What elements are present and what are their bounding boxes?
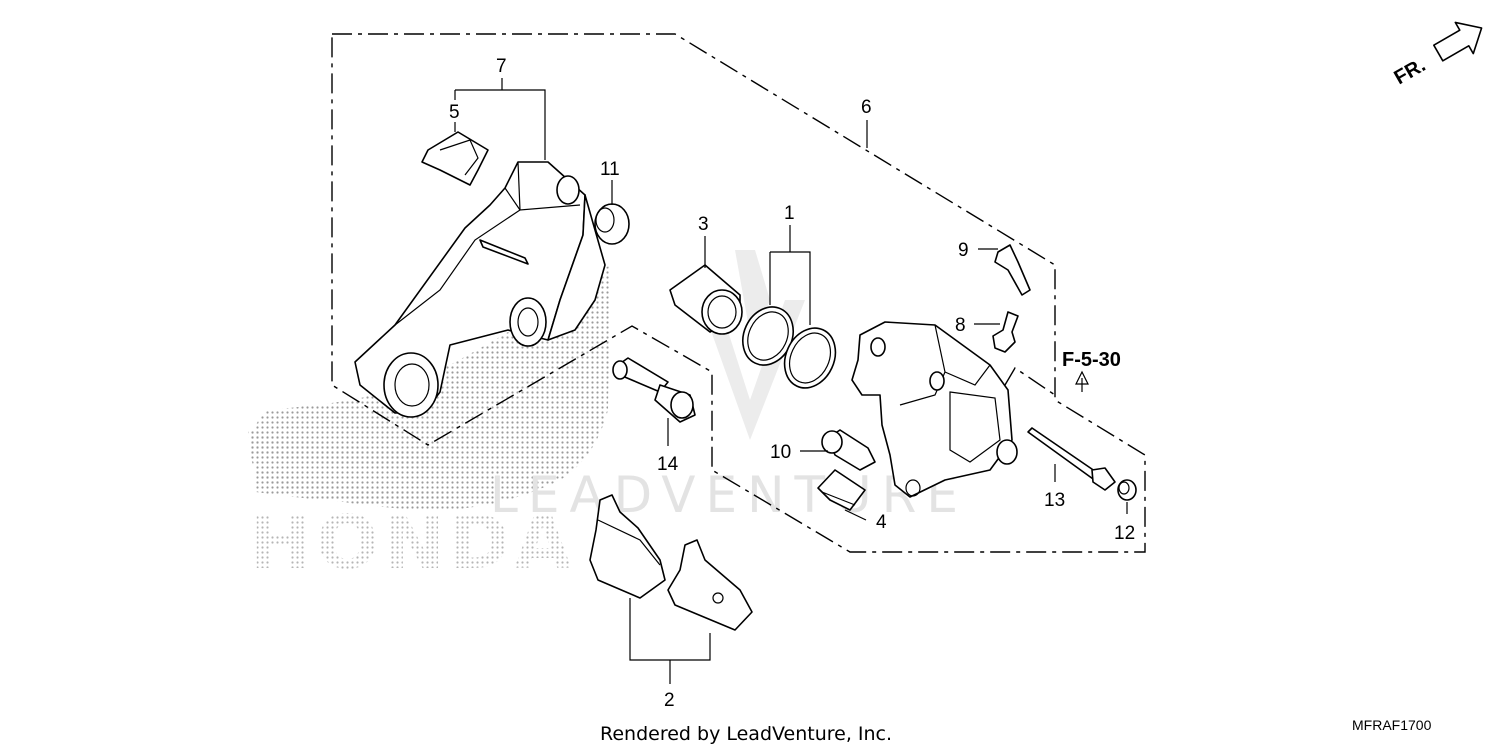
caliper-bracket (354, 161, 606, 418)
callout-11: 11 (600, 159, 620, 180)
honda-watermark-text: HONDA (250, 500, 575, 586)
callout-8: 8 (955, 315, 966, 336)
diagram-code: MFRAF1700 (1352, 717, 1432, 733)
bleed-valve (992, 311, 1019, 353)
bracket-boot (594, 203, 630, 245)
slide-pin (612, 357, 696, 423)
callout-5: 5 (449, 102, 460, 123)
pin-plug (1117, 479, 1137, 501)
callout-14: 14 (657, 454, 679, 475)
callout-3: 3 (698, 214, 709, 235)
section-reference-label[interactable]: F-5-30 (1062, 349, 1121, 371)
callout-7: 7 (496, 56, 507, 77)
piston-seals (742, 306, 837, 389)
caliper-bolt (821, 429, 876, 471)
brake-pads (589, 494, 753, 631)
callout-6: 6 (861, 97, 872, 118)
callout-13: 13 (1044, 490, 1065, 511)
direction-arrow-icon (1433, 21, 1483, 62)
callout-9: 9 (958, 240, 969, 261)
front-direction-indicator: FR. (1391, 21, 1483, 89)
rendered-by-credit: Rendered by LeadVenture, Inc. (600, 723, 892, 745)
front-direction-label: FR. (1391, 54, 1430, 89)
caliper-piston (669, 264, 743, 335)
pad-spring (421, 131, 489, 186)
callout-4: 4 (876, 512, 887, 533)
callout-1: 1 (784, 203, 795, 224)
bleed-cap (994, 244, 1031, 296)
caliper-body (851, 321, 1018, 498)
pad-retainer (817, 469, 866, 511)
leadventure-watermark-text: LEADVENTURE (490, 466, 968, 524)
pad-pin (1027, 427, 1116, 491)
callout-2: 2 (664, 690, 675, 711)
callout-12: 12 (1114, 523, 1135, 544)
callout-10: 10 (770, 442, 791, 463)
leader-lines (454, 78, 1128, 684)
leadventure-watermark: LEADVENTURE (490, 250, 968, 524)
caliper-assembly-boundary (331, 33, 1146, 553)
f530-bracket-boundary (1004, 367, 1056, 396)
